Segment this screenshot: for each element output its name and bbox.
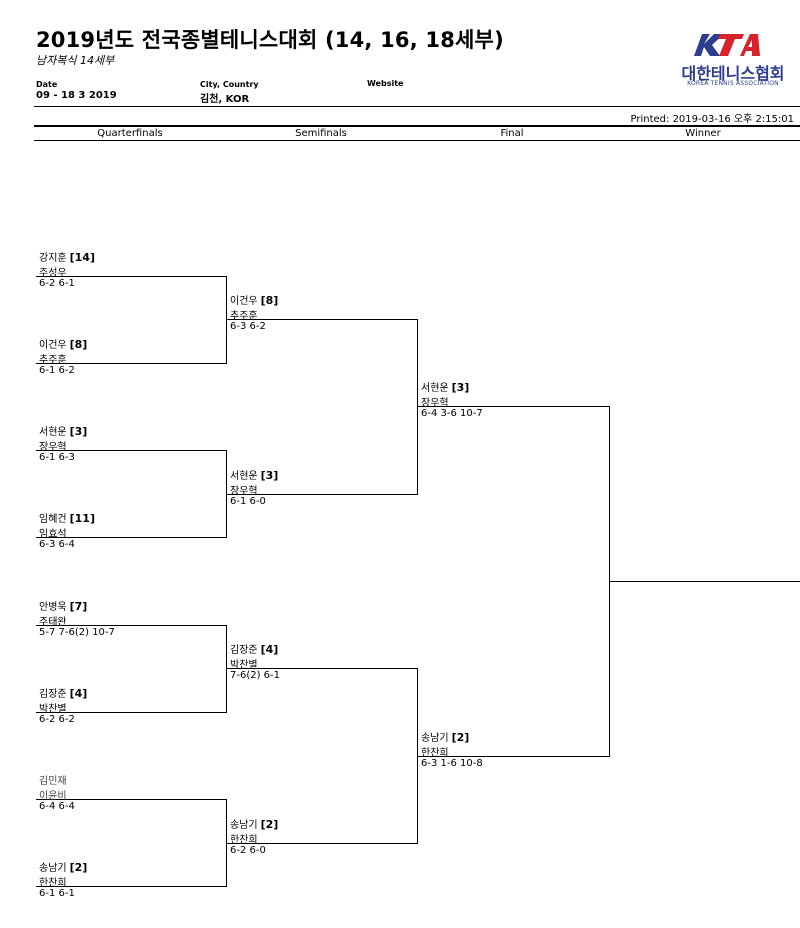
kta-logo: 대한테니스협회 KOREA TENNIS ASSOCIATION	[674, 30, 792, 92]
sf-player2: 추주훈	[230, 311, 258, 322]
city-label: City, Country	[200, 80, 259, 89]
logo-korean-name: 대한테니스협회	[681, 64, 785, 83]
qf-player2: 추주훈	[39, 355, 67, 366]
sf-score: 6-1 6-0	[230, 496, 266, 507]
final-player1: 송남기[2]	[421, 731, 470, 744]
qf-player1: 송남기[2]	[39, 861, 88, 874]
kta-mark-icon	[694, 34, 760, 56]
qf-player1: 서현운[3]	[39, 425, 88, 438]
column-header-quarterfinals: Quarterfinals	[97, 128, 163, 139]
sf-player1: 송남기[2]	[230, 818, 279, 831]
sf-player2: 박찬별	[230, 660, 258, 671]
qf-player1: 김장준[4]	[39, 687, 88, 700]
final-player2: 한찬희	[421, 748, 449, 759]
sf-score: 7-6(2) 6-1	[230, 670, 281, 681]
columns-bottom-rule	[34, 140, 800, 141]
sf-player2: 한찬희	[230, 835, 258, 846]
qf-score: 5-7 7-6(2) 10-7	[39, 627, 115, 638]
printed-timestamp: Printed: 2019-03-16 오후 2:15:01	[630, 114, 794, 125]
website-label: Website	[367, 79, 404, 88]
qf-player2: 이윤비	[39, 791, 67, 802]
qf-player1: 임혜건[11]	[39, 512, 95, 525]
sf-player1: 이건우[8]	[230, 294, 279, 307]
final-score: 6-4 3-6 10-7	[421, 408, 483, 419]
qf-player1: 이건우[8]	[39, 338, 88, 351]
sf-player1: 김장준[4]	[230, 643, 279, 656]
sf-score: 6-2 6-0	[230, 845, 266, 856]
header-divider	[34, 106, 800, 107]
logo-english-name: KOREA TENNIS ASSOCIATION	[687, 80, 779, 87]
event-subtitle: 남자복식 14세부	[36, 54, 115, 67]
qf-player1: 강지훈[14]	[39, 251, 95, 264]
qf-player1: 안병욱[7]	[39, 600, 88, 613]
qf-score: 6-2 6-1	[39, 278, 75, 289]
column-header-final: Final	[500, 128, 524, 139]
columns-top-rule	[34, 125, 800, 127]
qf-score: 6-3 6-4	[39, 539, 75, 550]
date-value: 09 - 18 3 2019	[36, 90, 117, 101]
qf-score: 6-1 6-2	[39, 365, 75, 376]
column-header-semifinals: Semifinals	[295, 128, 347, 139]
city-value: 김천, KOR	[200, 94, 250, 105]
qf-player2: 장우혁	[39, 442, 67, 453]
qf-score: 6-4 6-4	[39, 801, 75, 812]
column-header-winner: Winner	[685, 128, 721, 139]
qf-player1: 김민재	[39, 776, 67, 787]
qf-player2: 임효석	[39, 529, 67, 540]
sf-score: 6-3 6-2	[230, 321, 266, 332]
qf-score: 6-1 6-3	[39, 452, 75, 463]
page-title: 2019년도 전국종별테니스대회 (14, 16, 18세부)	[36, 28, 504, 52]
sf-player2: 장우혁	[230, 486, 258, 497]
date-label: Date	[36, 80, 58, 89]
qf-score: 6-1 6-1	[39, 888, 75, 899]
final-player1: 서현운[3]	[421, 381, 470, 394]
qf-player2: 주태완	[39, 617, 67, 628]
qf-player2: 박찬별	[39, 704, 67, 715]
final-score: 6-3 1-6 10-8	[421, 758, 483, 769]
final-player2: 장우혁	[421, 398, 449, 409]
qf-player2: 한찬희	[39, 878, 67, 889]
sf-player1: 서현운[3]	[230, 469, 279, 482]
qf-player2: 주성우	[39, 268, 67, 279]
qf-score: 6-2 6-2	[39, 714, 75, 725]
